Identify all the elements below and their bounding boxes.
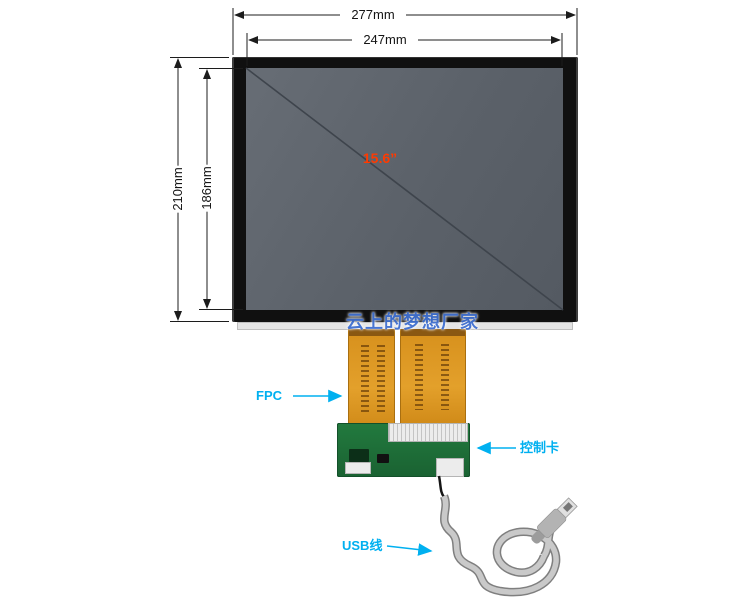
fpc-print-marks	[441, 344, 449, 410]
board-connector	[436, 458, 464, 477]
fpc-cable-right	[400, 329, 466, 425]
display-screen	[246, 68, 563, 310]
fpc-print-marks	[361, 344, 369, 413]
display-panel-bezel	[232, 57, 578, 322]
controller-card-label: 控制卡	[520, 440, 560, 455]
usb-cable	[439, 494, 561, 597]
ic-chip	[377, 454, 389, 463]
inner-width-dimension: 247mm	[352, 33, 418, 47]
usb-plug	[531, 497, 578, 544]
fpc-label: FPC	[256, 388, 282, 403]
board-sticker	[345, 462, 371, 474]
inner-height-dimension: 186mm	[199, 164, 214, 212]
fpc-print-marks	[377, 344, 385, 413]
diagonal-size-label: 15.6”	[362, 150, 398, 166]
fpc-cable-left	[348, 329, 395, 428]
usb-cable-label: USB线	[342, 538, 383, 553]
controller-board	[337, 423, 470, 477]
fpc-print-marks	[415, 344, 423, 410]
outer-width-dimension: 277mm	[340, 8, 406, 22]
outer-height-dimension: 210mm	[170, 165, 185, 213]
watermark-text: 云上的梦想厂家	[346, 312, 479, 332]
fpc-connector	[388, 423, 468, 442]
board-wire	[437, 475, 446, 498]
ic-chip	[349, 449, 369, 462]
